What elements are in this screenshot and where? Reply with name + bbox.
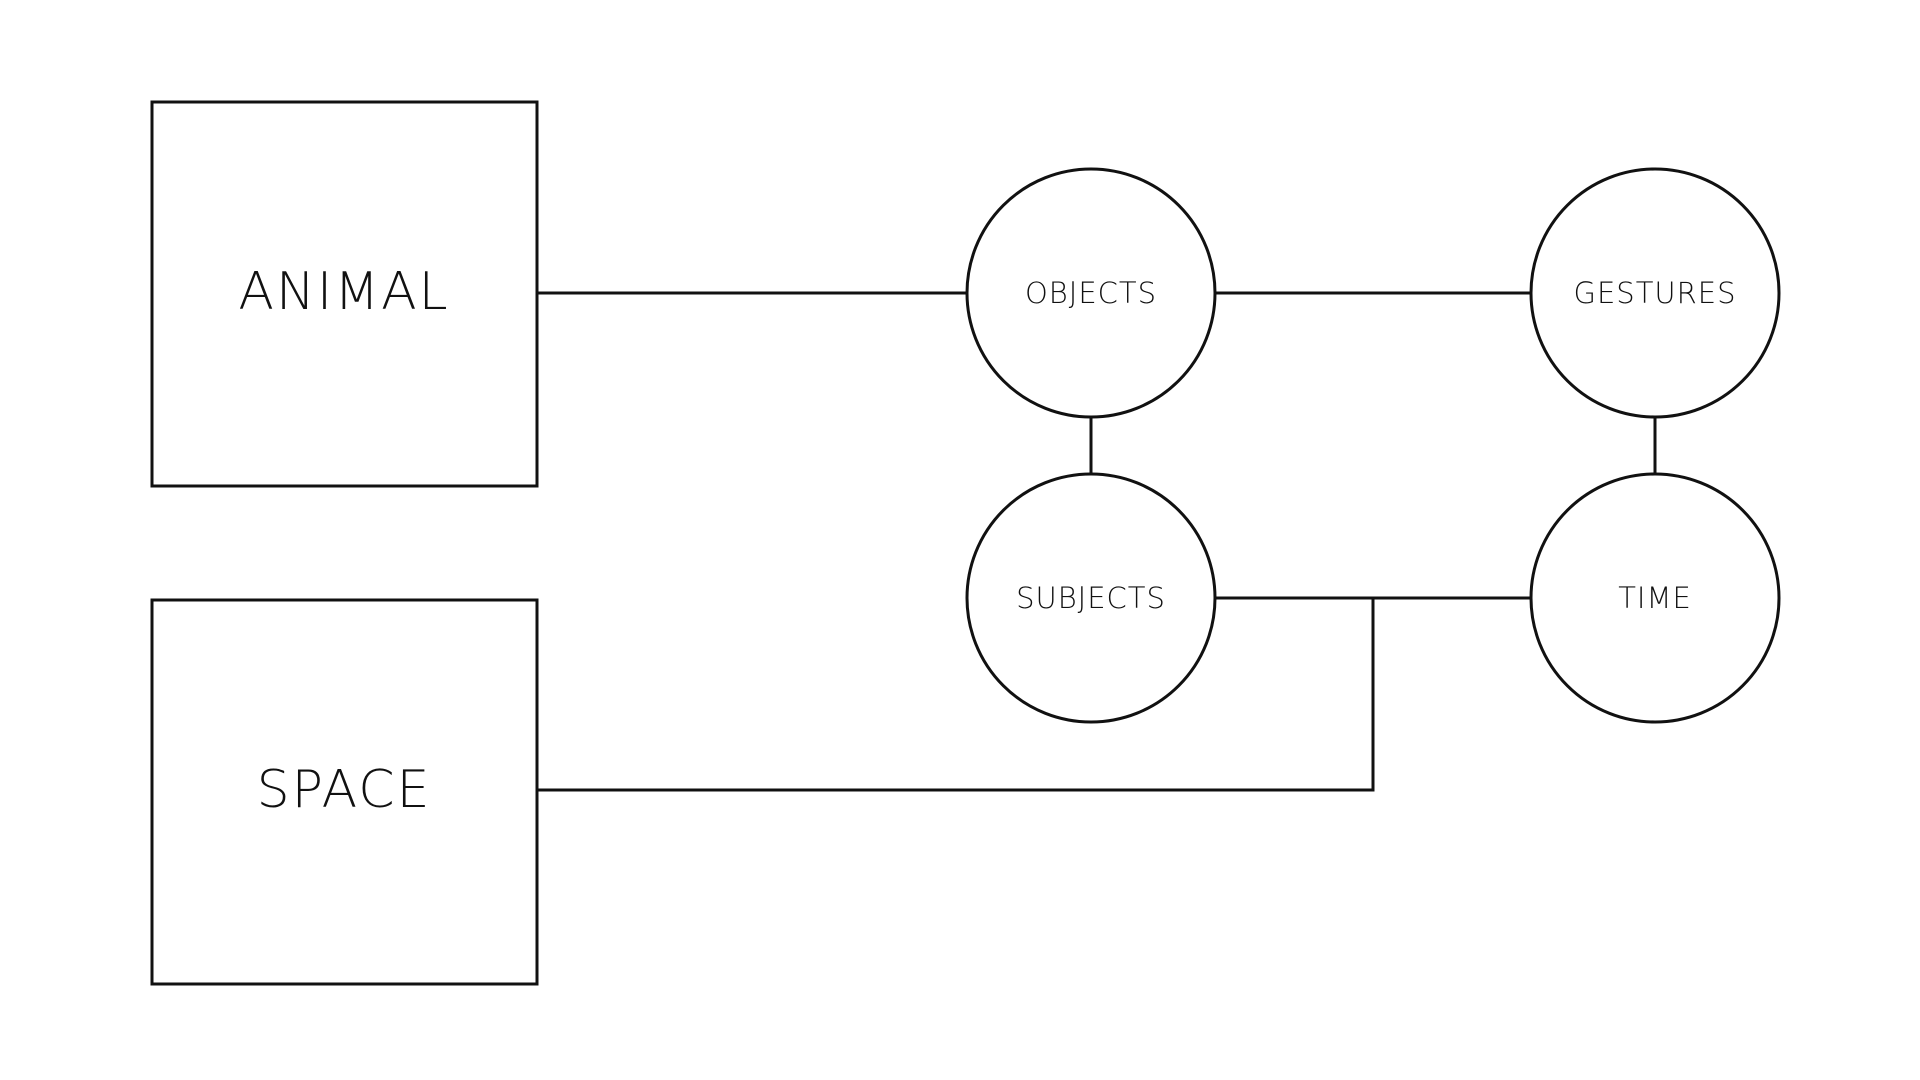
box-animal: ANIMAL xyxy=(150,100,539,488)
circle-gestures-outline xyxy=(1529,167,1781,419)
box-space-label: SPACE xyxy=(257,760,432,820)
circle-objects-label: OBJECTS xyxy=(1025,276,1157,310)
circle-gestures-label: GESTURES xyxy=(1573,276,1736,310)
box-space-frame xyxy=(150,598,539,986)
circle-gestures: GESTURES xyxy=(1529,167,1781,419)
box-animal-label: ANIMAL xyxy=(238,262,449,322)
circle-time-outline xyxy=(1529,472,1781,724)
connectors xyxy=(535,291,1657,792)
circle-time-label: TIME xyxy=(1618,581,1692,615)
circle-subjects-outline xyxy=(965,472,1217,724)
connector-space-link xyxy=(535,596,1375,792)
box-animal-frame xyxy=(150,100,539,488)
circle-objects: OBJECTS xyxy=(965,167,1217,419)
circle-subjects-label: SUBJECTS xyxy=(1016,581,1166,615)
circle-time: TIME xyxy=(1529,472,1781,724)
circle-subjects: SUBJECTS xyxy=(965,472,1217,724)
circle-objects-outline xyxy=(965,167,1217,419)
box-space: SPACE xyxy=(150,598,539,986)
